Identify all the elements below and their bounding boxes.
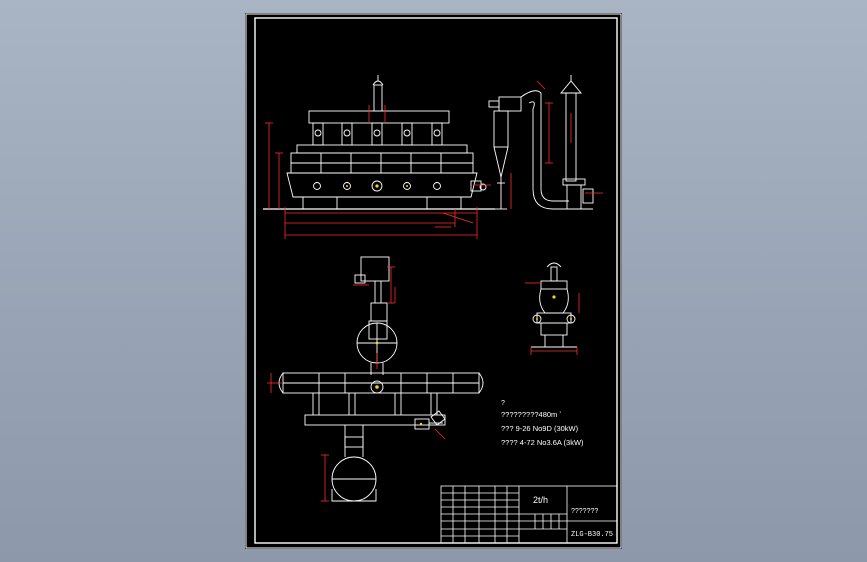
side-view xyxy=(531,262,577,348)
side-view-dimensions xyxy=(525,282,580,355)
return-duct xyxy=(520,90,593,210)
cyclone-separator xyxy=(488,96,522,210)
note-marker: ? xyxy=(501,400,505,407)
drawing-sheet: ? ?????????480m ʼ ??? 9-26 No9D (30kW) ?… xyxy=(245,13,622,549)
technical-notes: ? ?????????480m ʼ ??? 9-26 No9D (30kW) ?… xyxy=(501,400,584,447)
inner-frame xyxy=(254,17,618,544)
plan-view xyxy=(278,256,484,502)
side-view-accents xyxy=(536,295,572,320)
capacity-label: 2t/h xyxy=(533,495,548,505)
plan-view-accents xyxy=(375,341,423,426)
drawing-number: ZLG-B30.75 xyxy=(571,531,613,539)
front-elevation-accents xyxy=(346,184,408,188)
note-line-3: ???? 4-72 No3.6A (3kW) xyxy=(501,438,584,447)
dryer-front-elevation xyxy=(263,75,495,210)
note-line-2: ??? 9-26 No9D (30kW) xyxy=(501,424,579,433)
plan-view-dimensions xyxy=(267,266,446,502)
drawing-title: ??????? xyxy=(571,508,598,515)
cad-drawing: ? ?????????480m ʼ ??? 9-26 No9D (30kW) ?… xyxy=(245,13,622,549)
title-block-texts: 2t/h ??????? ZLG-B30.75 xyxy=(533,495,613,539)
exhaust-stack xyxy=(560,75,594,204)
front-elevation-dimensions xyxy=(265,105,491,239)
title-block xyxy=(440,485,618,544)
note-line-1: ?????????480m ʼ xyxy=(501,410,561,419)
cyclone-dimensions xyxy=(510,80,603,209)
outer-frame xyxy=(245,13,622,549)
